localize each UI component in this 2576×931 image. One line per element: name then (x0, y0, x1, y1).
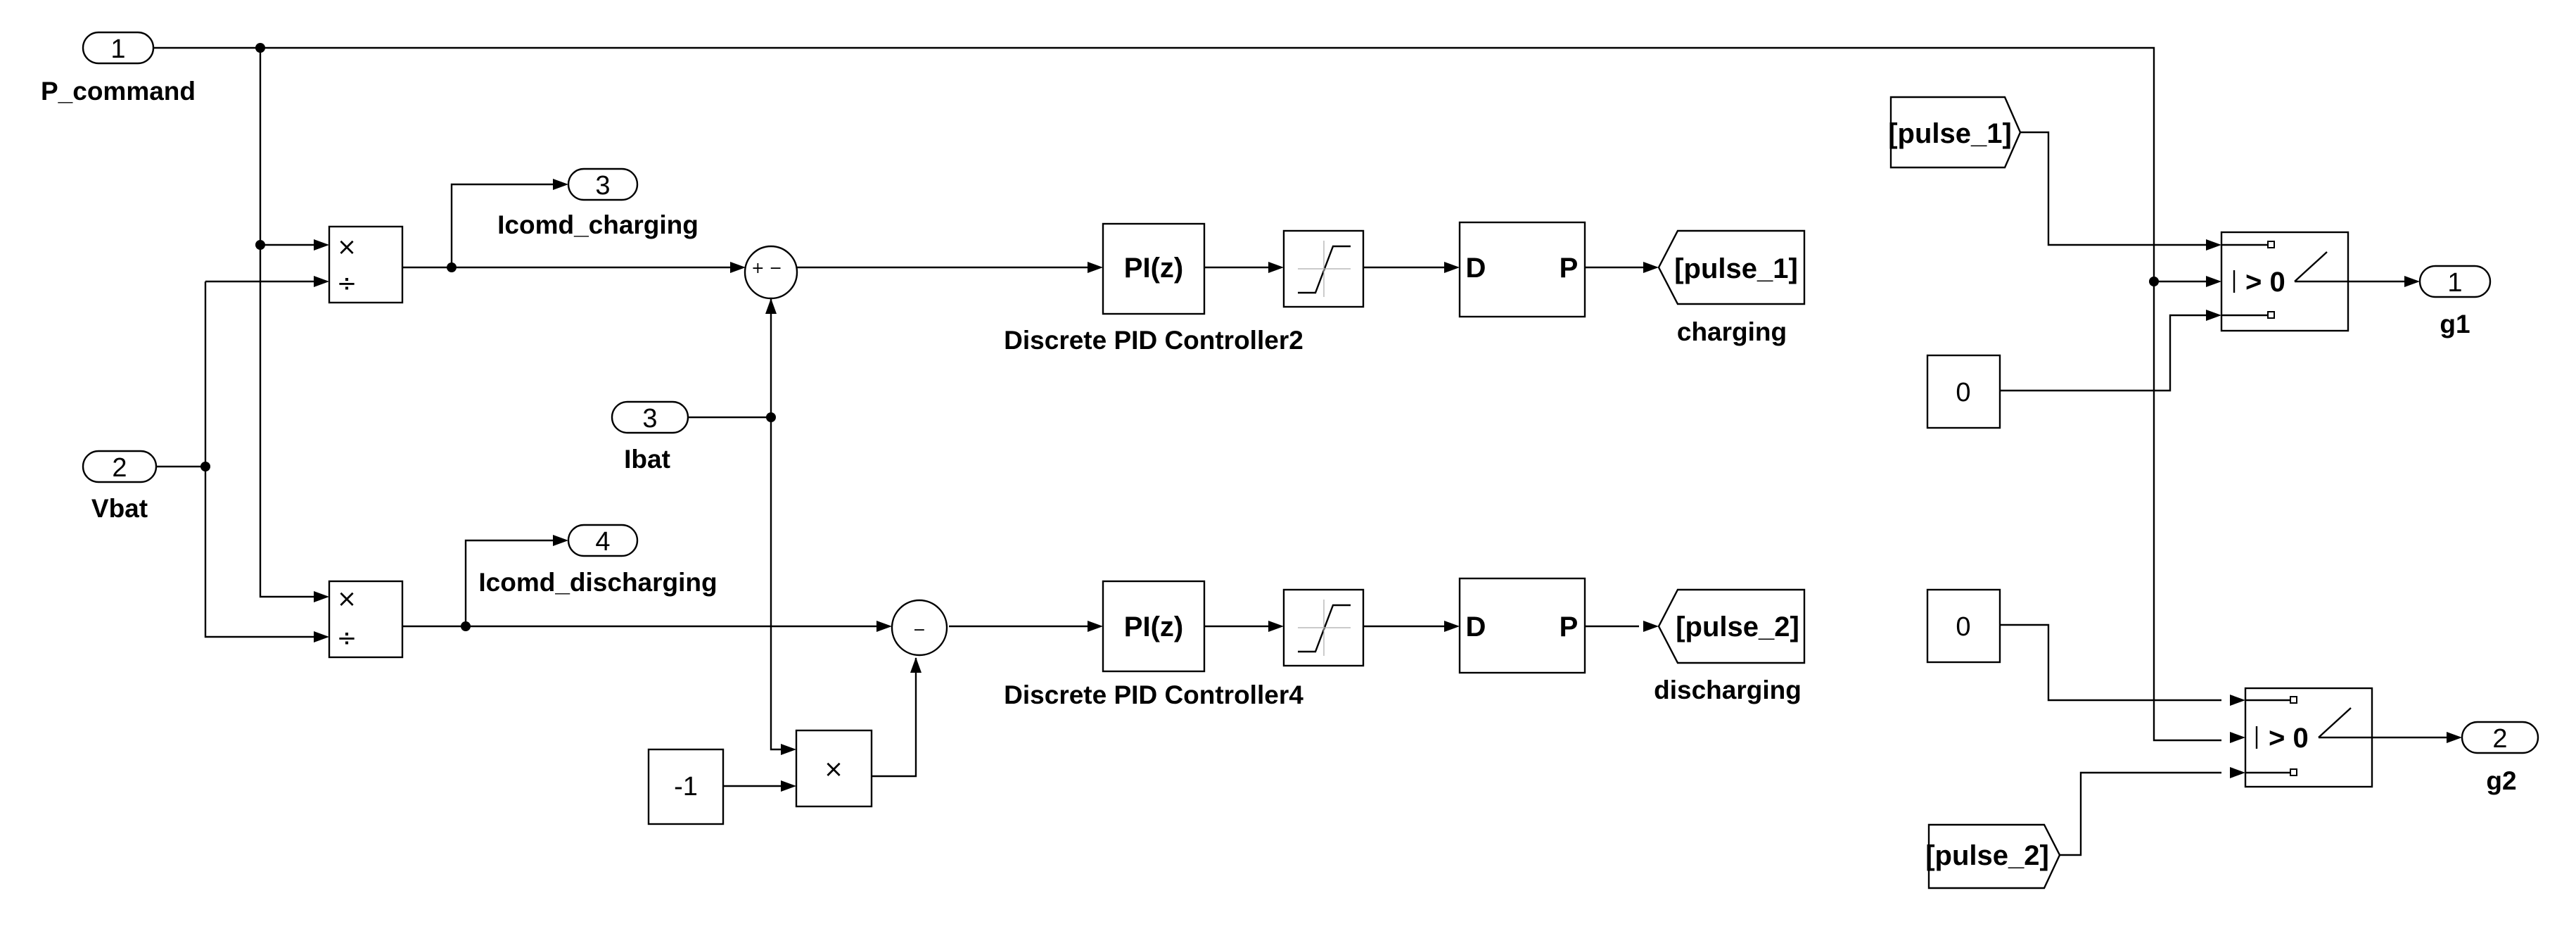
wire-divide1-to-icomd-charging (450, 183, 559, 267)
pwm-block-1[interactable]: D P (1458, 221, 1586, 318)
goto-block-discharging[interactable]: [pulse_2] discharging (1654, 588, 1806, 704)
pid-controller-4-text: PI(z) (1124, 612, 1183, 642)
pid-controller-4-label: Discrete PID Controller4 (1004, 680, 1303, 709)
sum-2-signs: − (913, 621, 926, 639)
constant-1-value: 0 (1956, 378, 1970, 407)
pid-controller-2[interactable]: PI(z) Discrete PID Controller2 (1004, 222, 1303, 355)
divide-2-mult-symbol: × (337, 585, 357, 613)
wire-pcommand-to-switch2 (153, 46, 2221, 742)
outport-icomd-charging-number: 3 (595, 171, 610, 201)
switch-block-1[interactable]: > 0 (2220, 231, 2349, 332)
constant-2-value: 0 (1956, 612, 1970, 642)
from-pulse-1-tag: [pulse_1] (1888, 118, 2012, 149)
from-block-pulse-2[interactable]: [pulse_2] (1925, 823, 2061, 889)
outport-icomd-charging-label: Icomd_charging (497, 210, 699, 239)
pwm-2-input-port: D (1466, 612, 1486, 642)
pid-controller-2-text: PI(z) (1124, 253, 1183, 284)
inport-p-command-number: 1 (110, 34, 125, 64)
divide-1-mult-symbol: × (337, 233, 357, 261)
constant-block-2[interactable]: 0 (1926, 588, 2001, 664)
wire-divide2-to-icomd-discharging (464, 539, 559, 626)
product-symbol: × (824, 755, 844, 783)
divide-block-2[interactable]: × ÷ (328, 580, 404, 659)
wire-from2-to-switch2 (2060, 771, 2221, 856)
pwm-1-output-port: P (1560, 253, 1579, 284)
sum-block-1[interactable]: + − (744, 245, 798, 300)
pwm-block-2[interactable]: D P (1458, 577, 1586, 674)
inport-ibat-label: Ibat (624, 445, 670, 474)
wire-const2-to-switch2 (2000, 623, 2221, 702)
gain-value: -1 (674, 772, 698, 802)
pwm-2-output-port: P (1560, 612, 1579, 642)
saturation-block-2[interactable] (1282, 588, 1365, 667)
inport-vbat-label: Vbat (91, 494, 148, 523)
outport-g2-label: g2 (2486, 766, 2516, 795)
outport-icomd-discharging[interactable]: 4 Icomd_discharging (478, 524, 718, 597)
sum-1-signs: + − (751, 260, 782, 277)
wire-pcommand-to-divide2 (259, 245, 320, 598)
switch-1-icon (2294, 251, 2348, 283)
inport-p-command-label: P_command (41, 77, 196, 106)
wire-ibat-to-product (770, 417, 786, 751)
switch-block-2[interactable]: > 0 (2244, 687, 2373, 788)
wire-const1-to-switch1 (2000, 314, 2210, 392)
signal-lines (153, 46, 2447, 856)
saturation-block-1[interactable] (1282, 229, 1365, 308)
inport-p-command[interactable]: 1 P_command (41, 31, 196, 106)
pid-controller-2-label: Discrete PID Controller2 (1004, 326, 1303, 355)
goto-charging-tag: [pulse_1] (1674, 253, 1798, 284)
outport-g2[interactable]: 2 g2 (2461, 721, 2539, 795)
junction-dots (200, 43, 2159, 631)
outport-icomd-discharging-label: Icomd_discharging (478, 568, 717, 597)
pid-controller-4[interactable]: PI(z) Discrete PID Controller4 (1004, 580, 1303, 709)
goto-block-charging[interactable]: [pulse_1] charging (1657, 229, 1806, 346)
from-block-pulse-1[interactable]: [pulse_1] (1888, 96, 2022, 169)
switch-1-threshold: > 0 (2245, 267, 2285, 298)
outport-g1[interactable]: 1 g1 (2418, 265, 2492, 338)
divide-block-1[interactable]: × ÷ (328, 225, 404, 304)
inport-vbat[interactable]: 2 Vbat (82, 450, 158, 523)
gain-block[interactable]: -1 (647, 748, 725, 825)
goto-discharging-label: discharging (1654, 676, 1802, 704)
pwm-1-input-port: D (1466, 253, 1486, 284)
outport-g1-label: g1 (2440, 310, 2470, 338)
wire-pcommand-to-divide1 (259, 48, 320, 246)
outport-g1-number: 1 (2447, 268, 2462, 298)
inport-vbat-number: 2 (112, 453, 127, 483)
goto-charging-label: charging (1677, 317, 1787, 346)
inport-ibat[interactable]: 3 Ibat (611, 400, 689, 474)
switch-2-icon (2318, 707, 2372, 739)
outport-icomd-charging[interactable]: 3 Icomd_charging (497, 167, 699, 239)
arrowheads (314, 179, 2462, 792)
outport-icomd-discharging-number: 4 (595, 527, 610, 557)
divide-2-div-symbol: ÷ (337, 624, 357, 652)
switch-2-threshold: > 0 (2269, 723, 2309, 754)
constant-block-1[interactable]: 0 (1926, 354, 2001, 429)
wire-vbat-bus (204, 281, 320, 638)
goto-discharging-tag: [pulse_2] (1676, 612, 1799, 642)
from-pulse-2-tag: [pulse_2] (1925, 840, 2049, 871)
wire-product-to-sum2 (872, 658, 917, 778)
inport-ibat-number: 3 (642, 404, 657, 433)
product-block[interactable]: × (795, 729, 873, 808)
sum-block-2[interactable]: − (891, 599, 948, 657)
divide-1-div-symbol: ÷ (337, 270, 357, 298)
wire-from1-to-switch1 (2020, 131, 2210, 246)
outport-g2-number: 2 (2492, 724, 2507, 754)
